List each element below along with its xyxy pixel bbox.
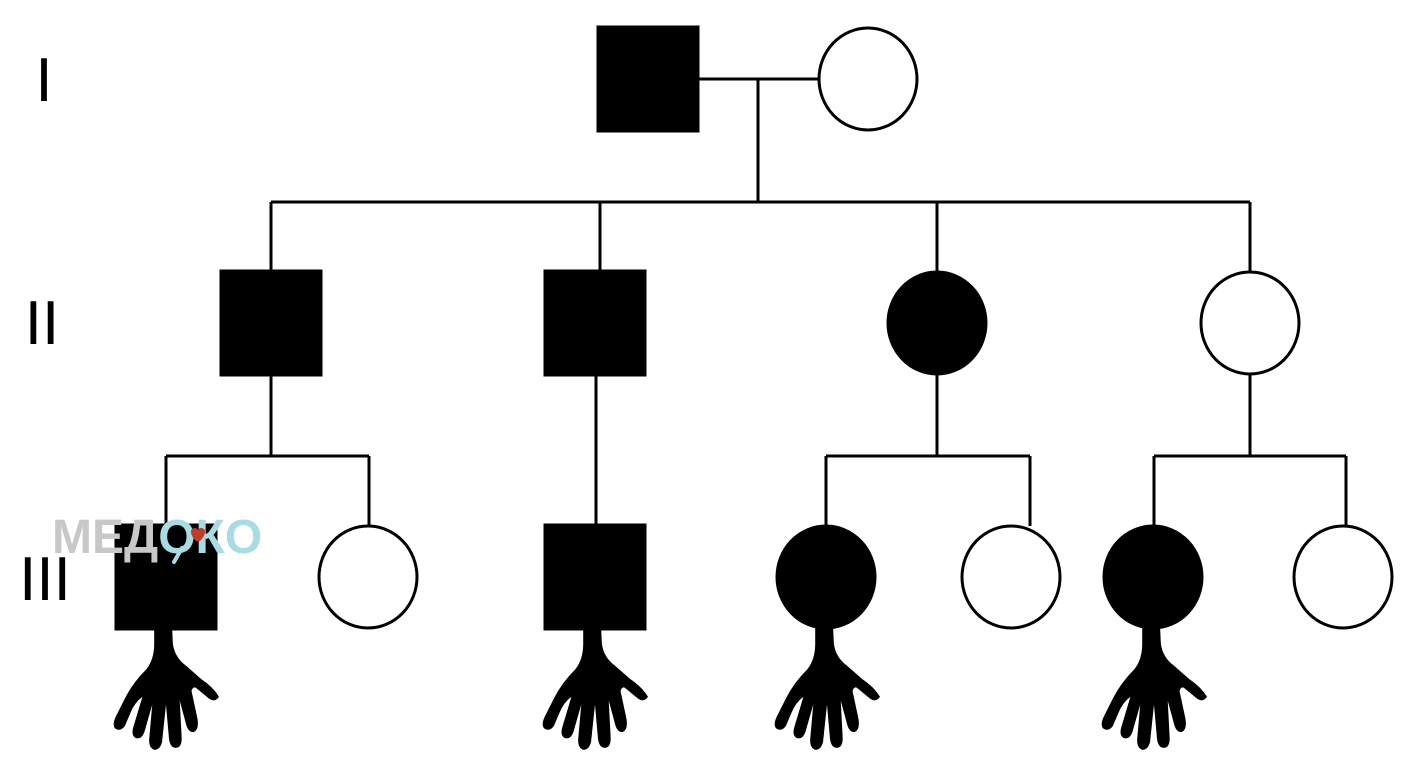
watermark: МЕДОКО [52,511,262,564]
unaffected-female-III-7 [1292,524,1394,630]
affected-male-III-1 [114,523,218,631]
affected-female-II-3 [886,270,988,376]
watermark-part-2: ОКО [158,511,262,564]
affected-male-I-1 [596,25,700,133]
watermark-magnifier-handle [172,546,184,564]
hand-icon [1101,622,1207,750]
unaffected-female-III-5 [960,524,1062,630]
affected-female-III-6 [1102,524,1204,630]
generation-label-3: III [19,545,71,614]
unaffected-female-II-4 [1199,270,1301,376]
hand-icons [113,622,1207,750]
affected-male-II-1 [219,269,323,377]
unaffected-female-III-2 [317,524,419,630]
watermark-part-1: МЕД [52,511,158,564]
pedigree-lines [164,77,1348,526]
individuals-layer [114,25,1394,631]
hand-icon [774,622,880,750]
hand-icon [113,622,219,750]
unaffected-female-I-2 [817,26,919,132]
generation-label-2: II [25,289,59,358]
affected-female-III-4 [775,524,877,630]
heart-icon [191,528,205,541]
hand-icon [542,622,648,750]
affected-male-II-2 [543,269,647,377]
generation-label-1: I [35,46,52,115]
svg-text:МЕДОКО: МЕДОКО [52,511,262,564]
affected-male-III-3 [543,523,647,631]
